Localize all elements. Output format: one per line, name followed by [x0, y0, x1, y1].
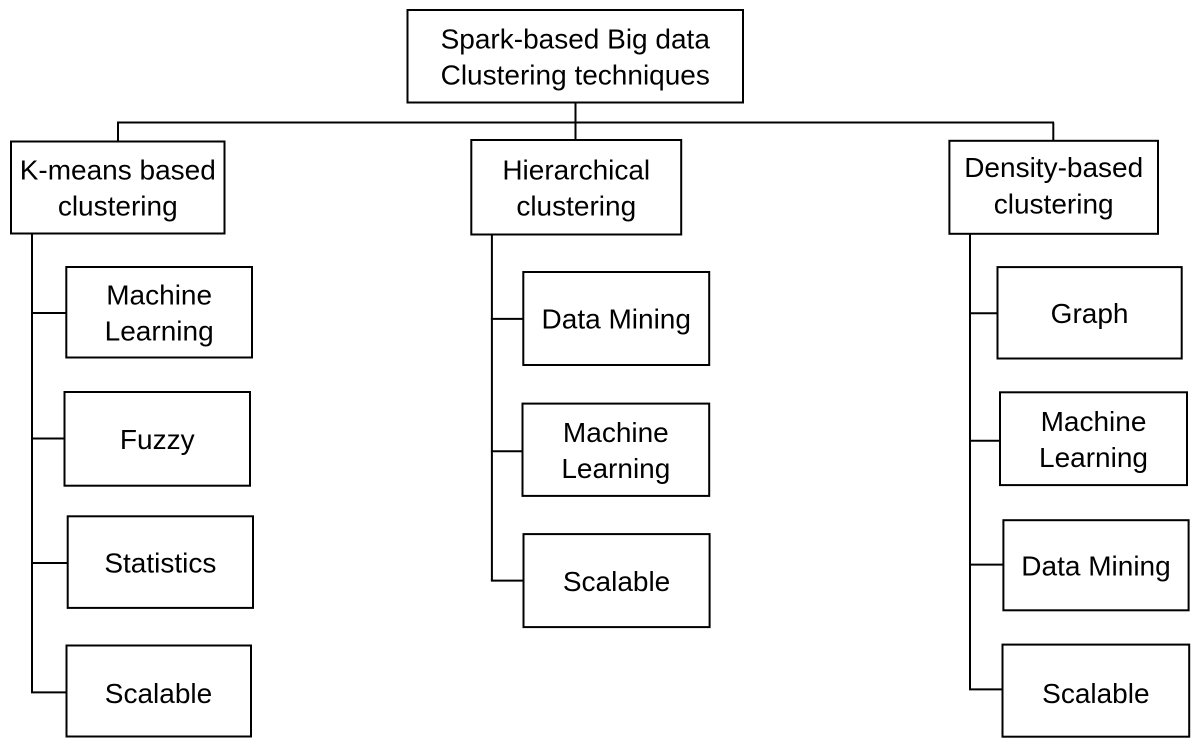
svg-text:Clustering techniques: Clustering techniques: [441, 59, 710, 90]
svg-text:Scalable: Scalable: [1042, 678, 1149, 709]
svg-text:Fuzzy: Fuzzy: [120, 424, 195, 455]
svg-text:Density-based: Density-based: [964, 152, 1143, 183]
svg-text:Data Mining: Data Mining: [1021, 550, 1170, 581]
svg-text:Statistics: Statistics: [104, 547, 216, 578]
svg-text:Graph: Graph: [1051, 298, 1129, 329]
svg-text:Scalable: Scalable: [105, 678, 212, 709]
svg-text:Learning: Learning: [105, 315, 214, 346]
svg-text:Hierarchical: Hierarchical: [502, 154, 650, 185]
svg-text:Data Mining: Data Mining: [542, 304, 691, 335]
svg-text:Machine: Machine: [563, 417, 669, 448]
svg-text:clustering: clustering: [994, 188, 1114, 219]
svg-text:K-means based: K-means based: [20, 155, 216, 186]
svg-text:Machine: Machine: [1041, 406, 1147, 437]
svg-text:Learning: Learning: [1039, 442, 1148, 473]
svg-text:clustering: clustering: [58, 191, 178, 222]
svg-text:Learning: Learning: [561, 453, 670, 484]
svg-text:Scalable: Scalable: [563, 566, 670, 597]
svg-text:Machine: Machine: [106, 279, 212, 310]
svg-text:Spark-based Big data: Spark-based Big data: [441, 23, 711, 54]
svg-text:clustering: clustering: [516, 190, 636, 221]
